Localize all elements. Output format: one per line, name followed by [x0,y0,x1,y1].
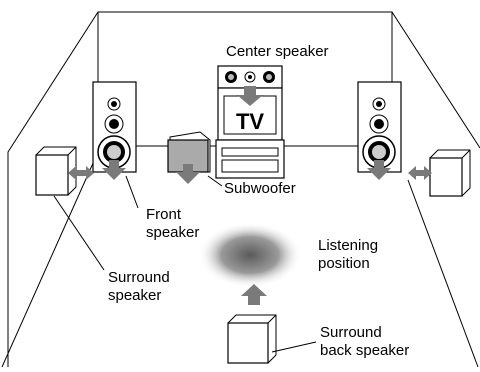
listening-position-area [198,222,302,288]
surround-back-speaker-label-line1: Surround [320,324,382,341]
listening-position-label-line2: position [318,255,370,272]
center-speaker-label: Center speaker [226,43,329,60]
surround-back-speaker-label-line2: back speaker [320,342,409,359]
front-speaker-label-line2: speaker [146,224,199,241]
surround-speaker-right [429,149,471,197]
surround-speaker-label-line2: speaker [108,287,161,304]
sound-arrows [68,86,432,305]
surround-speaker-left [35,146,77,196]
subwoofer-label: Subwoofer [224,180,296,197]
surround-speaker-label-line1: Surround [108,269,170,286]
front-speaker-left [92,81,137,173]
subwoofer [167,131,211,173]
surround-back-speaker [227,314,277,364]
tv-label: TV [236,109,264,134]
front-speaker-label-line1: Front [146,206,182,223]
leader-lines [53,175,317,353]
listening-position-label-line1: Listening [318,237,378,254]
room-outline [1,11,480,368]
front-speaker-right [357,81,402,173]
center-speaker [217,65,283,89]
